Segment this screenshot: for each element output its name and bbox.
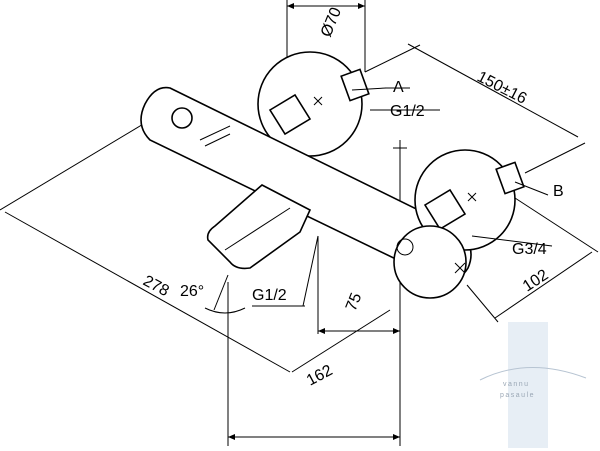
label-g12-bottom: G1/2 [252, 287, 287, 304]
dim-d150-label: 150±16 [474, 68, 529, 107]
label-g12-top: G1/2 [390, 103, 425, 120]
faucet-body [140, 51, 525, 299]
watermark-line2: pasaule [500, 392, 535, 399]
dim-d70-label: Ø70 [318, 5, 345, 40]
label-g34: G3/4 [512, 241, 547, 258]
watermark: vannu pasaule [479, 322, 587, 448]
dim-d26-label: 26° [180, 283, 204, 300]
label-a: A [393, 79, 404, 96]
dim-d162-label: 162 [304, 362, 336, 390]
label-b: B [553, 183, 564, 200]
dim-d75-label: 75 [343, 291, 365, 314]
callouts [252, 87, 553, 307]
connection-labels: A G1/2 B G3/4 G1/2 [252, 79, 564, 304]
dim-d102-label: 102 [520, 267, 552, 296]
watermark-line1: vannu [503, 381, 530, 388]
dim-d278-label: 278 [140, 273, 172, 301]
